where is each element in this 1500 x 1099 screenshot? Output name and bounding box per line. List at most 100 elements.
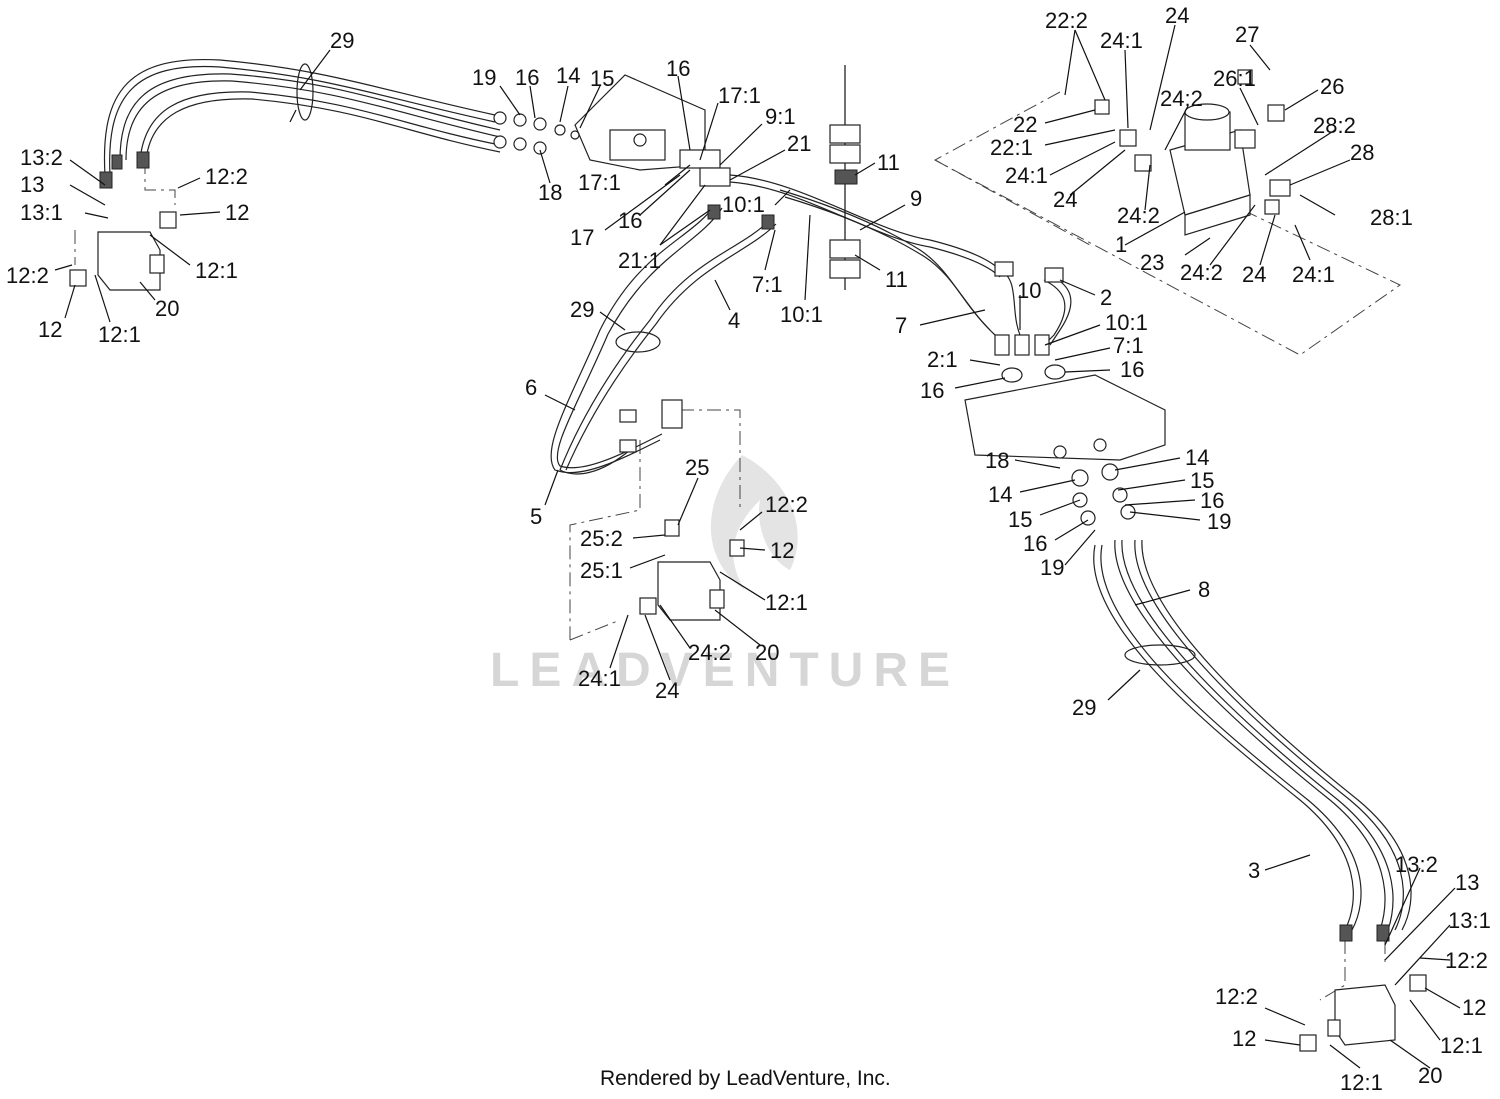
callout-12: 12: [1462, 995, 1486, 1020]
callout-4: 4: [728, 308, 740, 333]
callout-10-1: 10:1: [1105, 310, 1148, 335]
callout-12-2: 12:2: [1445, 948, 1488, 973]
lower-valve-block: [964, 374, 1166, 526]
callout-3: 3: [1248, 858, 1260, 883]
callout-12-1: 12:1: [1340, 1070, 1383, 1095]
callout-17-1: 17:1: [718, 83, 761, 108]
pump-middle: [639, 519, 745, 621]
callout-28: 28: [1350, 140, 1374, 165]
callout-24-1: 24:1: [1005, 163, 1048, 188]
callout-16: 16: [515, 65, 539, 90]
callout-14: 14: [556, 63, 580, 88]
callout-12: 12: [225, 200, 249, 225]
callout-12-1: 12:1: [1440, 1033, 1483, 1058]
callout-25-1: 25:1: [580, 558, 623, 583]
control-valve-assembly: [1094, 69, 1291, 236]
callout-14: 14: [988, 482, 1012, 507]
callout-2: 2: [1100, 285, 1112, 310]
callout-24: 24: [1165, 3, 1189, 28]
callout-18: 18: [985, 448, 1009, 473]
clamp-bracket: [829, 65, 861, 290]
callout-labels: 29 19 16 14 15 16 17:1 9:1 21 18 17:1 16…: [6, 3, 1491, 1095]
top-center-valve-block: [493, 74, 731, 187]
callout-19: 19: [472, 65, 496, 90]
callout-12-2: 12:2: [1215, 984, 1258, 1009]
callout-15: 15: [590, 66, 614, 91]
callout-29-middle: 29: [570, 297, 594, 322]
callout-17-1: 17:1: [578, 170, 621, 195]
callout-2-1: 2:1: [927, 347, 958, 372]
callout-29-top: 29: [330, 28, 354, 53]
callout-24-2: 24:2: [688, 640, 731, 665]
callout-12: 12: [770, 538, 794, 563]
callout-16: 16: [1120, 357, 1144, 382]
callout-10-1: 10:1: [722, 192, 765, 217]
callout-13: 13: [20, 172, 44, 197]
callout-7-1: 7:1: [1113, 333, 1144, 358]
callout-13-2: 13:2: [20, 145, 63, 170]
callout-23: 23: [1140, 250, 1164, 275]
pump-left: [69, 211, 177, 291]
callout-24-1: 24:1: [578, 666, 621, 691]
callout-24-2: 24:2: [1160, 86, 1203, 111]
callout-13-2: 13:2: [1395, 852, 1438, 877]
callout-20: 20: [155, 296, 179, 321]
callout-6: 6: [525, 375, 537, 400]
callout-7-1: 7:1: [752, 272, 783, 297]
callout-27: 27: [1235, 22, 1259, 47]
callout-11: 11: [877, 150, 900, 175]
callout-28-2: 28:2: [1313, 113, 1356, 138]
leader-lines: [54, 24, 1461, 1069]
callout-24: 24: [655, 678, 679, 703]
callout-15: 15: [1190, 468, 1214, 493]
hose-assembly-top-left: [99, 58, 501, 189]
callout-12-1: 12:1: [765, 590, 808, 615]
callout-1: 1: [1115, 232, 1127, 257]
callout-19: 19: [1207, 509, 1231, 534]
callout-9-1: 9:1: [765, 104, 796, 129]
footer-credit: Rendered by LeadVenture, Inc.: [600, 1067, 891, 1090]
callout-15: 15: [1008, 507, 1032, 532]
callout-16: 16: [920, 378, 944, 403]
callout-16: 16: [666, 56, 690, 81]
callout-12-2: 12:2: [6, 263, 49, 288]
callout-12-1: 12:1: [98, 322, 141, 347]
callout-20: 20: [1418, 1063, 1442, 1088]
callout-14: 14: [1185, 445, 1209, 470]
callout-21-1: 21:1: [618, 248, 661, 273]
callout-25-2: 25:2: [580, 526, 623, 551]
watermark-text: LEADVENTURE: [490, 644, 960, 697]
callout-24-1: 24:1: [1100, 28, 1143, 53]
callout-8: 8: [1198, 577, 1210, 602]
callout-7: 7: [895, 313, 907, 338]
callout-29-right: 29: [1072, 695, 1096, 720]
callout-25: 25: [685, 455, 709, 480]
callout-18: 18: [538, 180, 562, 205]
callout-21: 21: [787, 131, 811, 156]
callout-22: 22: [1013, 112, 1037, 137]
callout-13-1: 13:1: [20, 200, 63, 225]
callout-19: 19: [1040, 555, 1064, 580]
callout-12-1: 12:1: [195, 258, 238, 283]
callout-20: 20: [755, 640, 779, 665]
callout-26-1: 26:1: [1213, 66, 1256, 91]
callout-16: 16: [1023, 531, 1047, 556]
callout-13-1: 13:1: [1448, 908, 1491, 933]
hose-assembly-middle: [550, 204, 777, 475]
dashed-groups: [74, 91, 1401, 1001]
callout-24-1: 24:1: [1292, 262, 1335, 287]
callout-24: 24: [1242, 262, 1266, 287]
callout-24: 24: [1053, 187, 1077, 212]
callout-10-1: 10:1: [780, 302, 823, 327]
callout-24-2: 24:2: [1117, 203, 1160, 228]
callout-28-1: 28:1: [1370, 205, 1413, 230]
callout-10: 10: [1017, 278, 1041, 303]
callout-22-2: 22:2: [1045, 8, 1088, 33]
callout-9: 9: [910, 186, 922, 211]
pump-right: [1299, 974, 1427, 1052]
callout-24-2: 24:2: [1180, 260, 1223, 285]
callout-13: 13: [1455, 870, 1479, 895]
callout-26: 26: [1320, 74, 1344, 99]
tube-assembly: [729, 174, 1072, 383]
